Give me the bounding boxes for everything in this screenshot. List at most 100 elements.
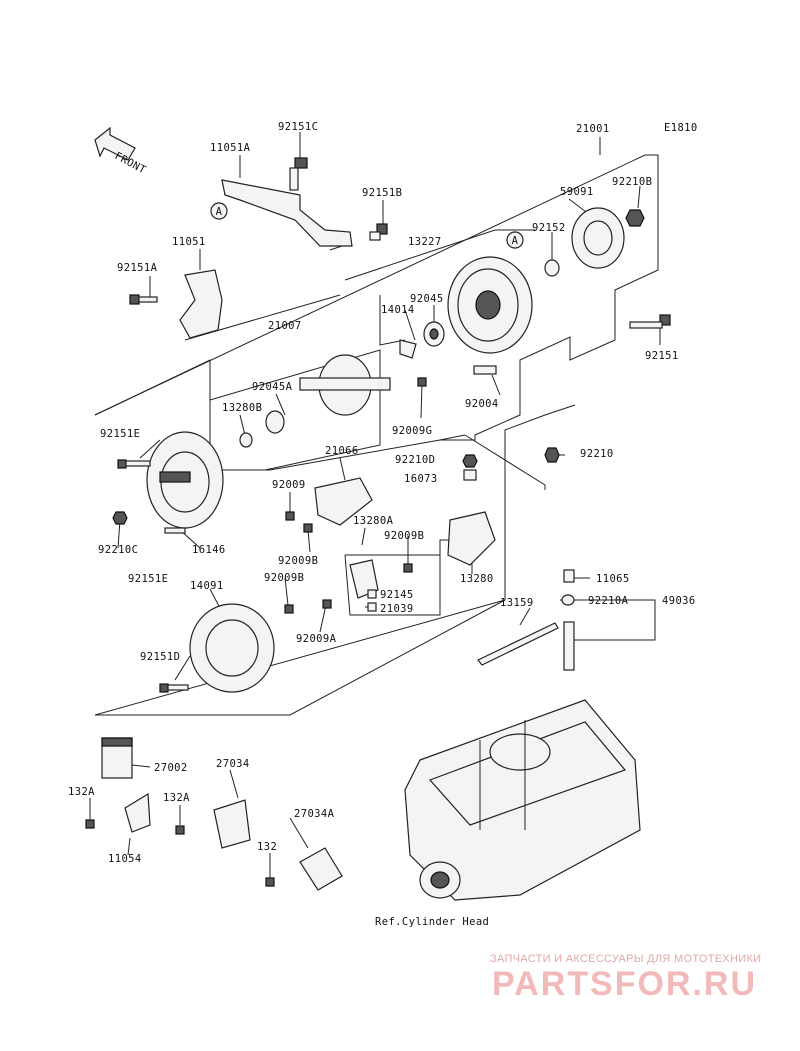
part-number-label: 92151C [278, 121, 318, 133]
part-number-label: 92151 [645, 350, 679, 362]
part-number-label: 11054 [108, 853, 142, 865]
part-number-label: 21066 [325, 445, 359, 457]
part-number-label: 92009G [392, 425, 432, 437]
part-number-label: 92151A [117, 262, 158, 274]
part-number-label: 21001 [576, 123, 610, 135]
front-housing-13227 [447, 256, 533, 354]
plate-14014 [399, 339, 417, 359]
part-number-label: 92009A [296, 633, 337, 645]
part-number-label: 132A [163, 792, 190, 804]
part-number-label: 92210A [588, 595, 629, 607]
part-number-label: 27034 [216, 758, 250, 770]
holder-13280A [349, 559, 379, 599]
part-number-label: 14014 [381, 304, 415, 316]
brush-21039 [367, 602, 377, 612]
seal-13280B [239, 432, 253, 448]
part-number-label: 59091 [560, 186, 594, 198]
washer-92152 [544, 259, 560, 277]
part-number-label: 132A [68, 786, 95, 798]
marker-a-label: A [216, 206, 223, 218]
bolt-92151 [629, 314, 671, 329]
rear-housing-16146 [146, 431, 224, 529]
part-number-label: 92151B [362, 187, 402, 199]
screw-92009B-1 [303, 523, 313, 533]
part-number-label: 14091 [190, 580, 224, 592]
bolt-92151D [159, 683, 189, 693]
bolt-92004 [473, 365, 497, 375]
part-number-label: 92009B [384, 530, 424, 542]
bolt-132 [265, 877, 275, 887]
part-number-label: 13159 [500, 597, 534, 609]
part-number-label: 92151E [128, 573, 168, 585]
insulator-16073 [463, 469, 477, 481]
relay-27034 [213, 799, 251, 849]
watermark-tagline: ЗАПЧАСТИ И АКСЕССУАРЫ ДЛЯ МОТОТЕХНИКИ [490, 953, 761, 965]
part-number-label: 92152 [532, 222, 566, 234]
part-number-label: 92045A [252, 381, 293, 393]
part-number-label: 21039 [380, 603, 414, 615]
part-number-label: 11051 [172, 236, 206, 248]
nut-92210C [112, 511, 128, 525]
part-number-label: 16073 [404, 473, 438, 485]
part-number-label: 11051A [210, 142, 251, 154]
watermark-brand: PARTSFOR.RU [492, 965, 757, 1003]
bearing-92045A [265, 410, 285, 434]
nut-92210 [544, 447, 560, 463]
part-number-label: 13227 [408, 236, 442, 248]
part-number-label: 92045 [410, 293, 444, 305]
bolt-16146 [164, 527, 186, 534]
bracket-11054 [124, 792, 151, 833]
relay-27002 [101, 737, 133, 779]
watermark-logo: ЗАПЧАСТИ И АКСЕССУАРЫ ДЛЯ МОТОТЕХНИКИ PA… [490, 953, 761, 1003]
part-number-label: 49036 [662, 595, 696, 607]
bolt-92151A [129, 294, 158, 305]
bracket-11051A [221, 179, 353, 247]
spring-92145 [367, 589, 377, 599]
plug-11065 [563, 569, 575, 583]
regulator-21066-brush [314, 477, 373, 526]
bearing-59091 [571, 207, 625, 269]
washer-92210A [561, 594, 575, 606]
circle-marker-a-1: A [210, 202, 228, 220]
bolt-132A-1 [85, 819, 95, 829]
front-direction-arrow: FRONT [94, 126, 148, 177]
part-number-label: 132 [257, 841, 277, 853]
part-number-label: 27002 [154, 762, 188, 774]
part-number-label: 13280A [353, 515, 394, 527]
part-number-label: 92151D [140, 651, 180, 663]
part-number-label: 92145 [380, 589, 414, 601]
nut-92210B [625, 209, 645, 227]
bolt-92151E-upper [117, 459, 151, 469]
bolt-92151C [289, 157, 308, 191]
part-number-label: 92004 [465, 398, 499, 410]
screw-92009A [322, 599, 332, 609]
rear-cover-14091 [189, 603, 275, 693]
bracket-11051 [179, 269, 223, 339]
circle-marker-a-2: A [506, 231, 524, 249]
glow-plug-49036 [563, 621, 575, 671]
screw-92009B-2 [403, 563, 413, 573]
part-number-label: 92009B [278, 555, 318, 567]
cylinder-head-reference [404, 699, 641, 901]
nut-92210D [462, 454, 478, 468]
bolt-92151B [369, 223, 388, 241]
rotor-21066 [299, 354, 391, 416]
part-number-labels: 92151C11051A92151B1105192151A21007210015… [68, 121, 696, 865]
part-number-label: 13280B [222, 402, 262, 414]
part-number-label: 92009B [264, 572, 304, 584]
screw-92009G [417, 377, 427, 387]
screw-92009 [285, 511, 295, 521]
screw-92009B-3 [284, 604, 294, 614]
part-number-label: 16146 [192, 544, 226, 556]
part-number-label: 92210C [98, 544, 138, 556]
part-number-label: 11065 [596, 573, 630, 585]
marker-a-label: A [512, 235, 519, 247]
part-number-label: 27034A [294, 808, 335, 820]
part-number-label: 92210D [395, 454, 435, 466]
part-number-label: 92009 [272, 479, 306, 491]
part-number-label: 92210B [612, 176, 652, 188]
rectifier-13280 [447, 511, 496, 566]
part-number-label: 21007 [268, 320, 302, 332]
part-number-label: 92151E [100, 428, 140, 440]
